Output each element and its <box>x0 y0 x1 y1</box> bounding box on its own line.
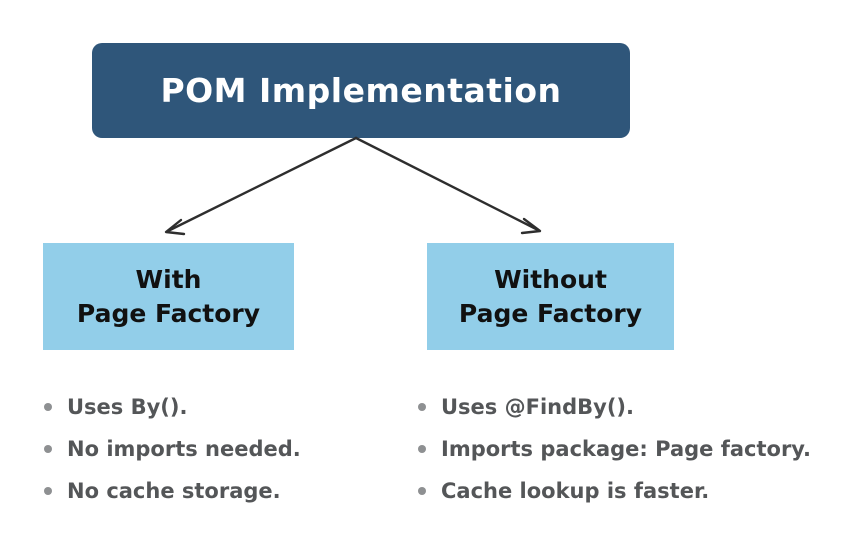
bullet-dot-icon <box>44 487 52 495</box>
list-item-text: Cache lookup is faster. <box>441 479 710 503</box>
bullet-dot-icon <box>418 403 426 411</box>
root-node-label: POM Implementation <box>160 71 562 110</box>
list-item-text: Uses By(). <box>67 395 188 419</box>
without-page-factory-bullet-list: Uses @FindBy(). Imports package: Page fa… <box>418 386 864 512</box>
root-node-pom-implementation: POM Implementation <box>92 43 630 138</box>
list-item: Uses By(). <box>44 386 374 428</box>
list-item: Imports package: Page factory. <box>418 428 864 470</box>
bullet-dot-icon <box>418 487 426 495</box>
arrow-to-without-page-factory <box>354 136 542 235</box>
list-item-text: No imports needed. <box>67 437 301 461</box>
list-item: Cache lookup is faster. <box>418 470 864 512</box>
branch-label-line1: Without <box>494 264 607 294</box>
bullet-dot-icon <box>44 445 52 453</box>
list-item-text: Uses @FindBy(). <box>441 395 634 419</box>
list-item: No imports needed. <box>44 428 374 470</box>
bullet-dot-icon <box>44 403 52 411</box>
branch-node-without-page-factory: Without Page Factory <box>427 243 674 350</box>
branch-label-line1: With <box>135 264 202 294</box>
list-item: No cache storage. <box>44 470 374 512</box>
arrow-to-with-page-factory <box>164 136 358 236</box>
branch-label-line2: Page Factory <box>458 298 643 328</box>
with-page-factory-bullet-list: Uses By(). No imports needed. No cache s… <box>44 386 374 512</box>
branch-node-with-page-factory: With Page Factory <box>43 243 294 350</box>
list-item-text: Imports package: Page factory. <box>441 437 812 461</box>
branch-label-line2: Page Factory <box>76 298 261 328</box>
bullet-dot-icon <box>418 445 426 453</box>
list-item: Uses @FindBy(). <box>418 386 864 428</box>
list-item-text: No cache storage. <box>67 479 281 503</box>
